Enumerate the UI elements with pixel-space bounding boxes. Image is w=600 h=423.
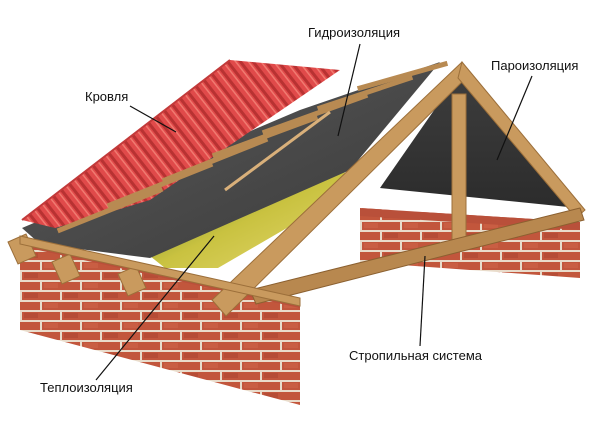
roof-tiles: [22, 60, 340, 228]
king-post: [451, 93, 467, 241]
leader-vapor-barrier: [496, 75, 533, 161]
labels: Кровля Гидроизоляция Пароизоляция Стропи…: [40, 25, 578, 395]
tie-beam: [249, 207, 585, 305]
leader-rafter-system: [419, 255, 426, 347]
leader-waterproofing: [337, 43, 361, 137]
roof-tile-edge: [21, 59, 231, 221]
leader-thermal-insulation: [95, 235, 215, 381]
rafters-front: [7, 233, 147, 297]
leader-roofing: [129, 105, 177, 133]
waterproofing-membrane: [22, 62, 440, 258]
thermal-insulation-layer: [150, 172, 345, 268]
roof-battens: [56, 60, 449, 234]
label-thermal-insulation: Теплоизоляция: [40, 380, 133, 395]
label-rafter-system: Стропильная система: [349, 348, 483, 363]
counter-battens: [224, 110, 331, 192]
label-roofing: Кровля: [85, 89, 128, 104]
label-waterproofing: Гидроизоляция: [308, 25, 400, 40]
leader-lines: [95, 43, 533, 381]
vapor-barrier-gable: [380, 70, 578, 208]
wall-plate: [19, 235, 301, 307]
label-vapor-barrier: Пароизоляция: [491, 58, 578, 73]
